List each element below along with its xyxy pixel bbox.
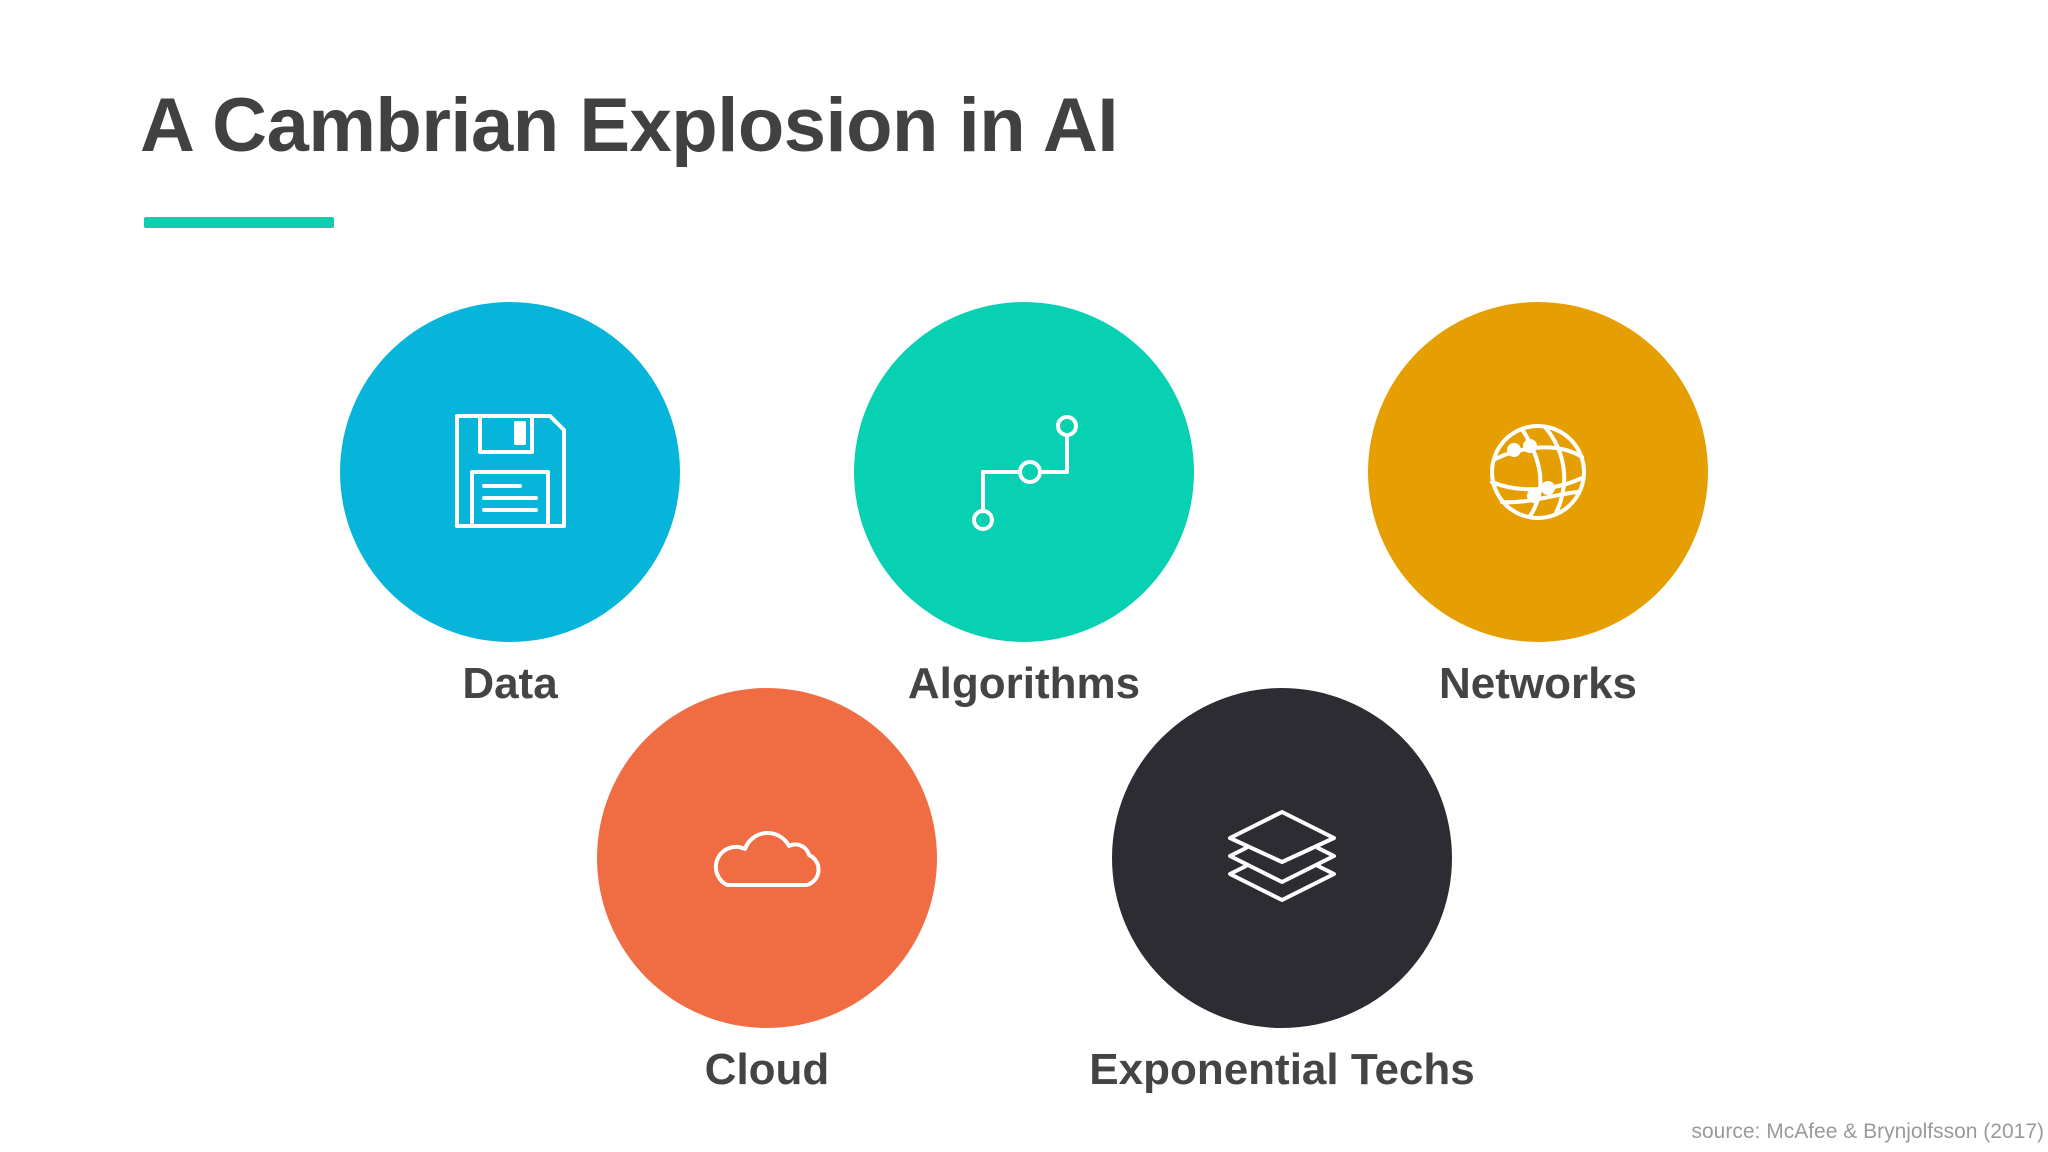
data-circle <box>340 302 680 642</box>
slide-title: A Cambrian Explosion in AI <box>140 83 1118 168</box>
layers-icon <box>1228 810 1336 902</box>
cloud-icon <box>713 831 821 887</box>
item-label: Data <box>462 659 558 708</box>
item-algorithms: Algorithms <box>854 302 1194 782</box>
circuit-path-icon <box>972 415 1078 531</box>
exponential-techs-circle <box>1112 688 1452 1028</box>
networks-circle <box>1368 302 1708 642</box>
globe-network-icon <box>1490 424 1586 520</box>
algorithms-circle <box>854 302 1194 642</box>
item-cloud: Cloud <box>597 688 937 1152</box>
title-underline <box>144 217 334 228</box>
item-label: Networks <box>1438 659 1638 708</box>
item-label: Cloud <box>704 1045 830 1094</box>
item-data: Data <box>340 302 680 782</box>
source-citation: source: McAfee & Brynjolfsson (2017) <box>1691 1120 2045 1143</box>
item-networks: Networks <box>1368 302 1708 782</box>
item-label: Exponential Techs <box>1089 1045 1475 1094</box>
cloud-circle <box>597 688 937 1028</box>
item-exponential-techs: Exponential Techs <box>1089 688 1475 1152</box>
floppy-disk-icon <box>455 414 566 528</box>
item-label: Algorithms <box>907 659 1141 708</box>
